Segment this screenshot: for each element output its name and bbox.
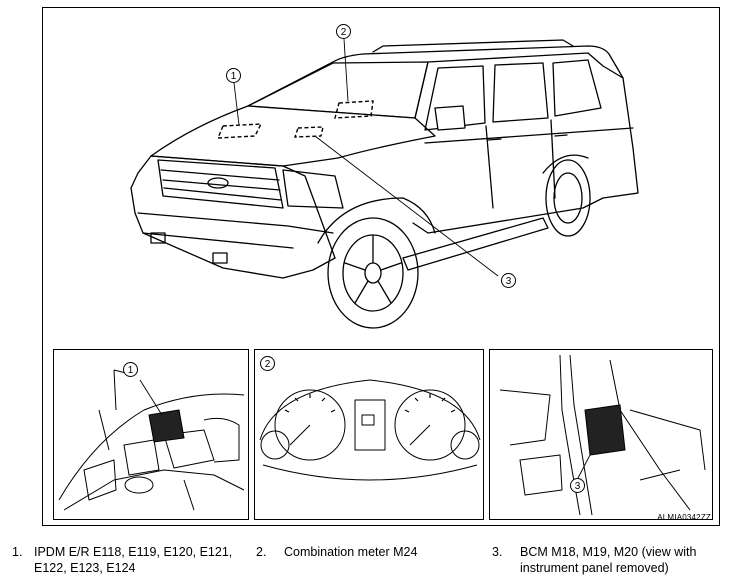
vehicle-illustration bbox=[130, 38, 639, 329]
callout-1: 1 bbox=[226, 68, 241, 83]
panel-3-callout: 3 bbox=[570, 478, 585, 493]
panel-engine-compartment: 1 bbox=[53, 349, 249, 520]
legend-item-1-number: 1. bbox=[12, 545, 23, 559]
legend-item-3-text: BCM M18, M19, M20 (view with instrument … bbox=[520, 545, 697, 575]
engine-compartment-illustration bbox=[58, 369, 245, 511]
bcm-illustration bbox=[499, 354, 706, 516]
legend-item-2-text: Combination meter M24 bbox=[284, 545, 418, 559]
callout-2: 2 bbox=[336, 24, 351, 39]
panel-1-callout: 1 bbox=[123, 362, 138, 377]
panel-2-callout: 2 bbox=[260, 356, 275, 371]
legend-item-3-number: 3. bbox=[492, 545, 503, 559]
diagram-frame: 1 2 3 1 bbox=[42, 7, 720, 526]
legend-item-1-text: IPDM E/R E118, E119, E120, E121, E122, E… bbox=[34, 545, 233, 575]
combination-meter-illustration bbox=[259, 379, 481, 481]
legend-item-2-number: 2. bbox=[256, 545, 267, 559]
panel-combination-meter: 2 bbox=[254, 349, 484, 520]
callout-3: 3 bbox=[501, 273, 516, 288]
figure-code: ALMIA0342ZZ bbox=[657, 513, 711, 522]
panel-bcm: 3 bbox=[489, 349, 713, 520]
